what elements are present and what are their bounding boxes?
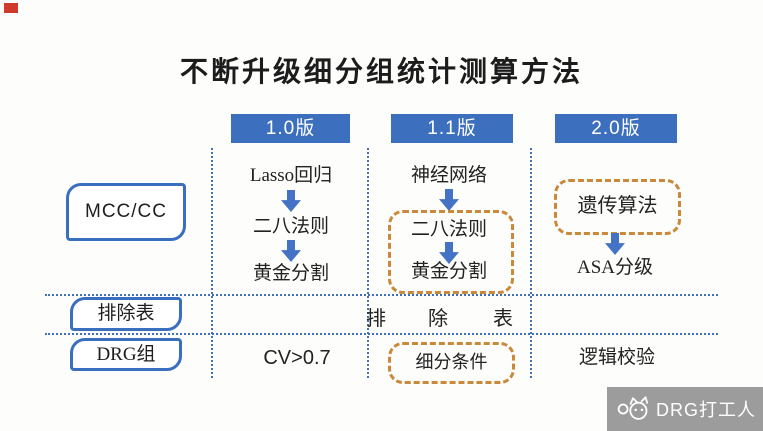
- arrow-down-icon: [281, 190, 301, 212]
- drg-row-cv-threshold: CV>0.7: [263, 347, 331, 369]
- version-header-1-0: 1.0版: [231, 114, 350, 143]
- highlight-box-v20: 遗传算法: [554, 179, 681, 235]
- exclusion-row-char-1: 排: [366, 308, 386, 330]
- flow-v10-step-lasso: Lasso回归: [249, 165, 333, 186]
- watermark-label: DRG打工人: [656, 400, 756, 420]
- arrow-down-icon: [605, 233, 625, 255]
- column-divider-2: [367, 148, 369, 378]
- column-divider-3: [530, 148, 532, 378]
- highlight-box-drg: 细分条件: [388, 342, 515, 384]
- diagram-title: 不断升级细分组统计测算方法: [179, 57, 583, 88]
- cat-logo-icon: [617, 396, 649, 420]
- arrow-down-icon: [439, 189, 459, 211]
- drg-row-subdivision-condition: 细分条件: [415, 352, 488, 372]
- flow-v10-step-golden: 黄金分割: [252, 263, 330, 284]
- row-divider-2: [45, 333, 718, 335]
- flow-v20-step-genetic: 遗传算法: [577, 195, 658, 217]
- flow-v11-step-pareto: 二八法则: [410, 219, 488, 240]
- row-divider-1: [45, 294, 718, 296]
- record-indicator: [4, 3, 18, 13]
- watermark-bar: DRG打工人: [607, 387, 763, 431]
- row-label-exclusion-table: 排除表: [70, 297, 182, 331]
- exclusion-row-char-2: 除: [428, 308, 448, 330]
- exclusion-row-char-3: 表: [493, 308, 513, 330]
- flow-v11-step-neural: 神经网络: [410, 165, 488, 186]
- flow-v10-step-pareto: 二八法则: [252, 216, 330, 237]
- arrow-down-icon: [281, 240, 301, 262]
- drg-row-logic-check: 逻辑校验: [578, 347, 656, 368]
- flow-v20-step-asa: ASA分级: [576, 257, 654, 278]
- row-label-mcc-cc: MCC/CC: [66, 183, 186, 241]
- column-divider-1: [211, 148, 213, 378]
- flow-v11-step-golden: 黄金分割: [410, 261, 488, 282]
- version-header-2-0: 2.0版: [555, 114, 677, 143]
- row-label-drg-group: DRG组: [70, 338, 182, 371]
- version-header-1-1: 1.1版: [391, 114, 513, 143]
- highlight-box-v11: [388, 210, 514, 294]
